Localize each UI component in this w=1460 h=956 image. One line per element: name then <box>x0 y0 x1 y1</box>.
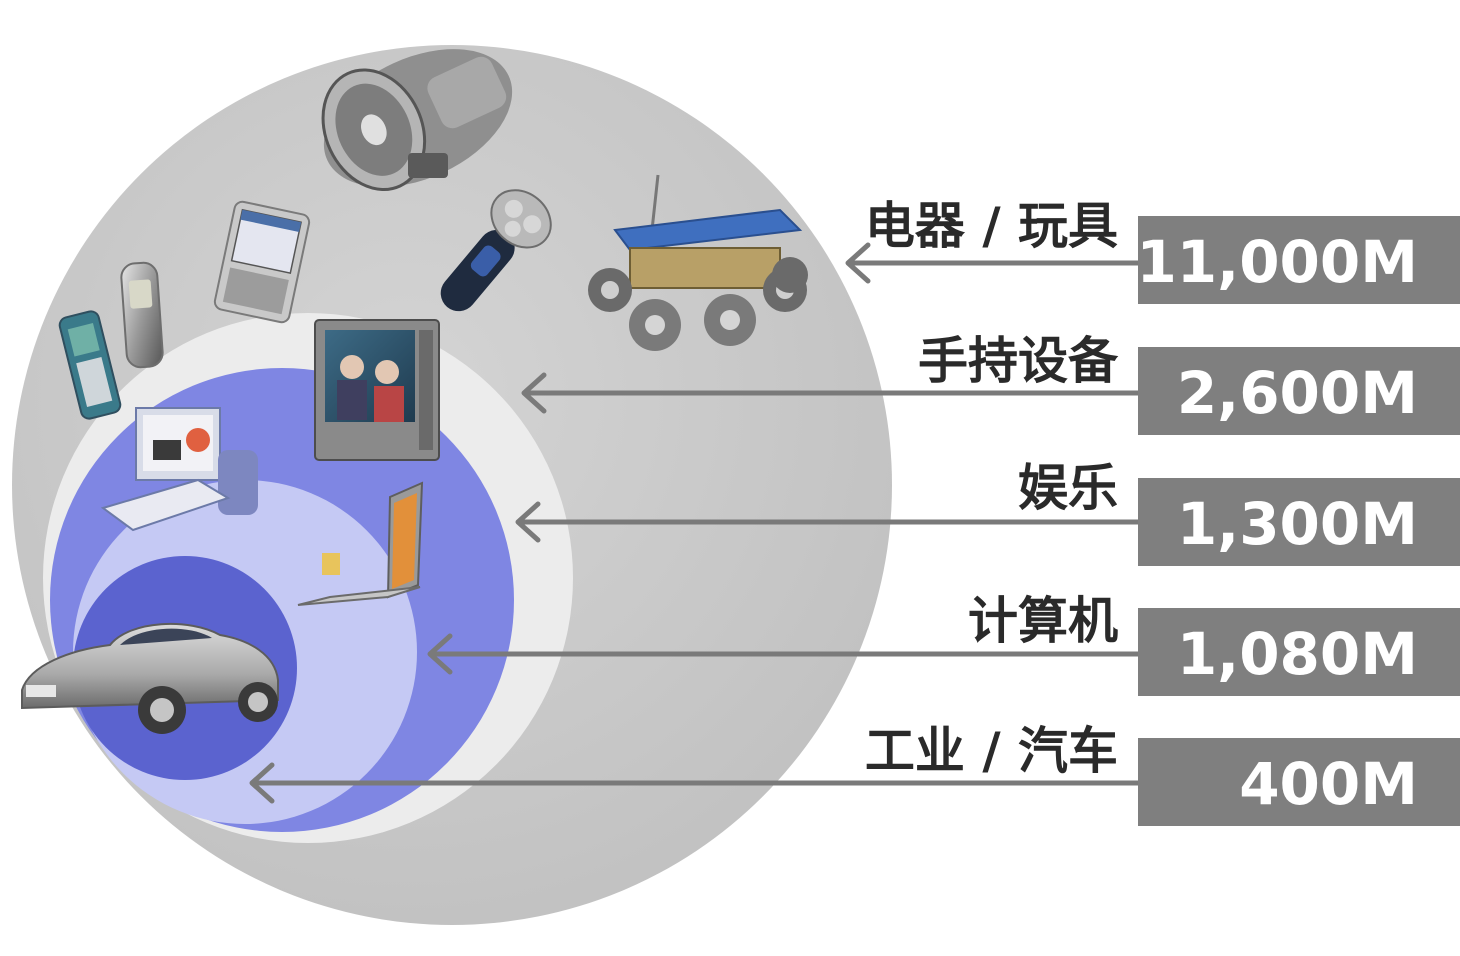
flip-phone-icon <box>120 261 164 369</box>
value-box <box>1138 216 1460 304</box>
value-label: 400M <box>1239 750 1418 818</box>
rows-layer: 电器 / 玩具 11,000M 手持设备 2,600M 娱乐 1,300M 计算机 1,080… <box>249 197 1460 826</box>
category-label: 工业 / 汽车 <box>865 722 1118 780</box>
value-label: 2,600M <box>1177 359 1418 427</box>
electric-shaver-icon <box>440 189 552 312</box>
category-label: 计算机 <box>968 592 1118 650</box>
value-box <box>1138 738 1460 826</box>
row-3: 计算机 1,080M <box>427 592 1460 696</box>
arrow-head-icon <box>249 762 275 804</box>
arrow-head-icon <box>427 633 453 675</box>
row-4: 工业 / 汽车 400M <box>249 722 1460 826</box>
value-box <box>1138 608 1460 696</box>
mars-rover-icon <box>588 174 808 351</box>
desktop-computer-icon <box>100 407 258 532</box>
arrow-head-icon <box>515 501 541 543</box>
row-1: 手持设备 2,600M <box>521 332 1460 435</box>
laptop-icon <box>297 481 424 606</box>
arrow-head-icon <box>845 242 871 284</box>
row-0: 电器 / 玩具 11,000M <box>845 197 1460 304</box>
category-label: 手持设备 <box>918 332 1119 390</box>
row-2: 娱乐 1,300M <box>515 459 1460 566</box>
jet-engine-icon <box>321 49 513 192</box>
car-icon <box>21 622 279 734</box>
television-icon <box>314 319 440 461</box>
value-label: 1,300M <box>1177 490 1418 558</box>
value-box <box>1138 347 1460 435</box>
value-box <box>1138 478 1460 566</box>
mobile-phone-icon <box>58 310 122 420</box>
pda-icon <box>213 200 311 324</box>
category-label: 娱乐 <box>1018 459 1118 517</box>
value-label: 1,080M <box>1177 620 1418 688</box>
arrow-head-icon <box>521 372 547 414</box>
value-label: 11,000M <box>1136 228 1418 296</box>
category-label: 电器 / 玩具 <box>865 197 1118 255</box>
